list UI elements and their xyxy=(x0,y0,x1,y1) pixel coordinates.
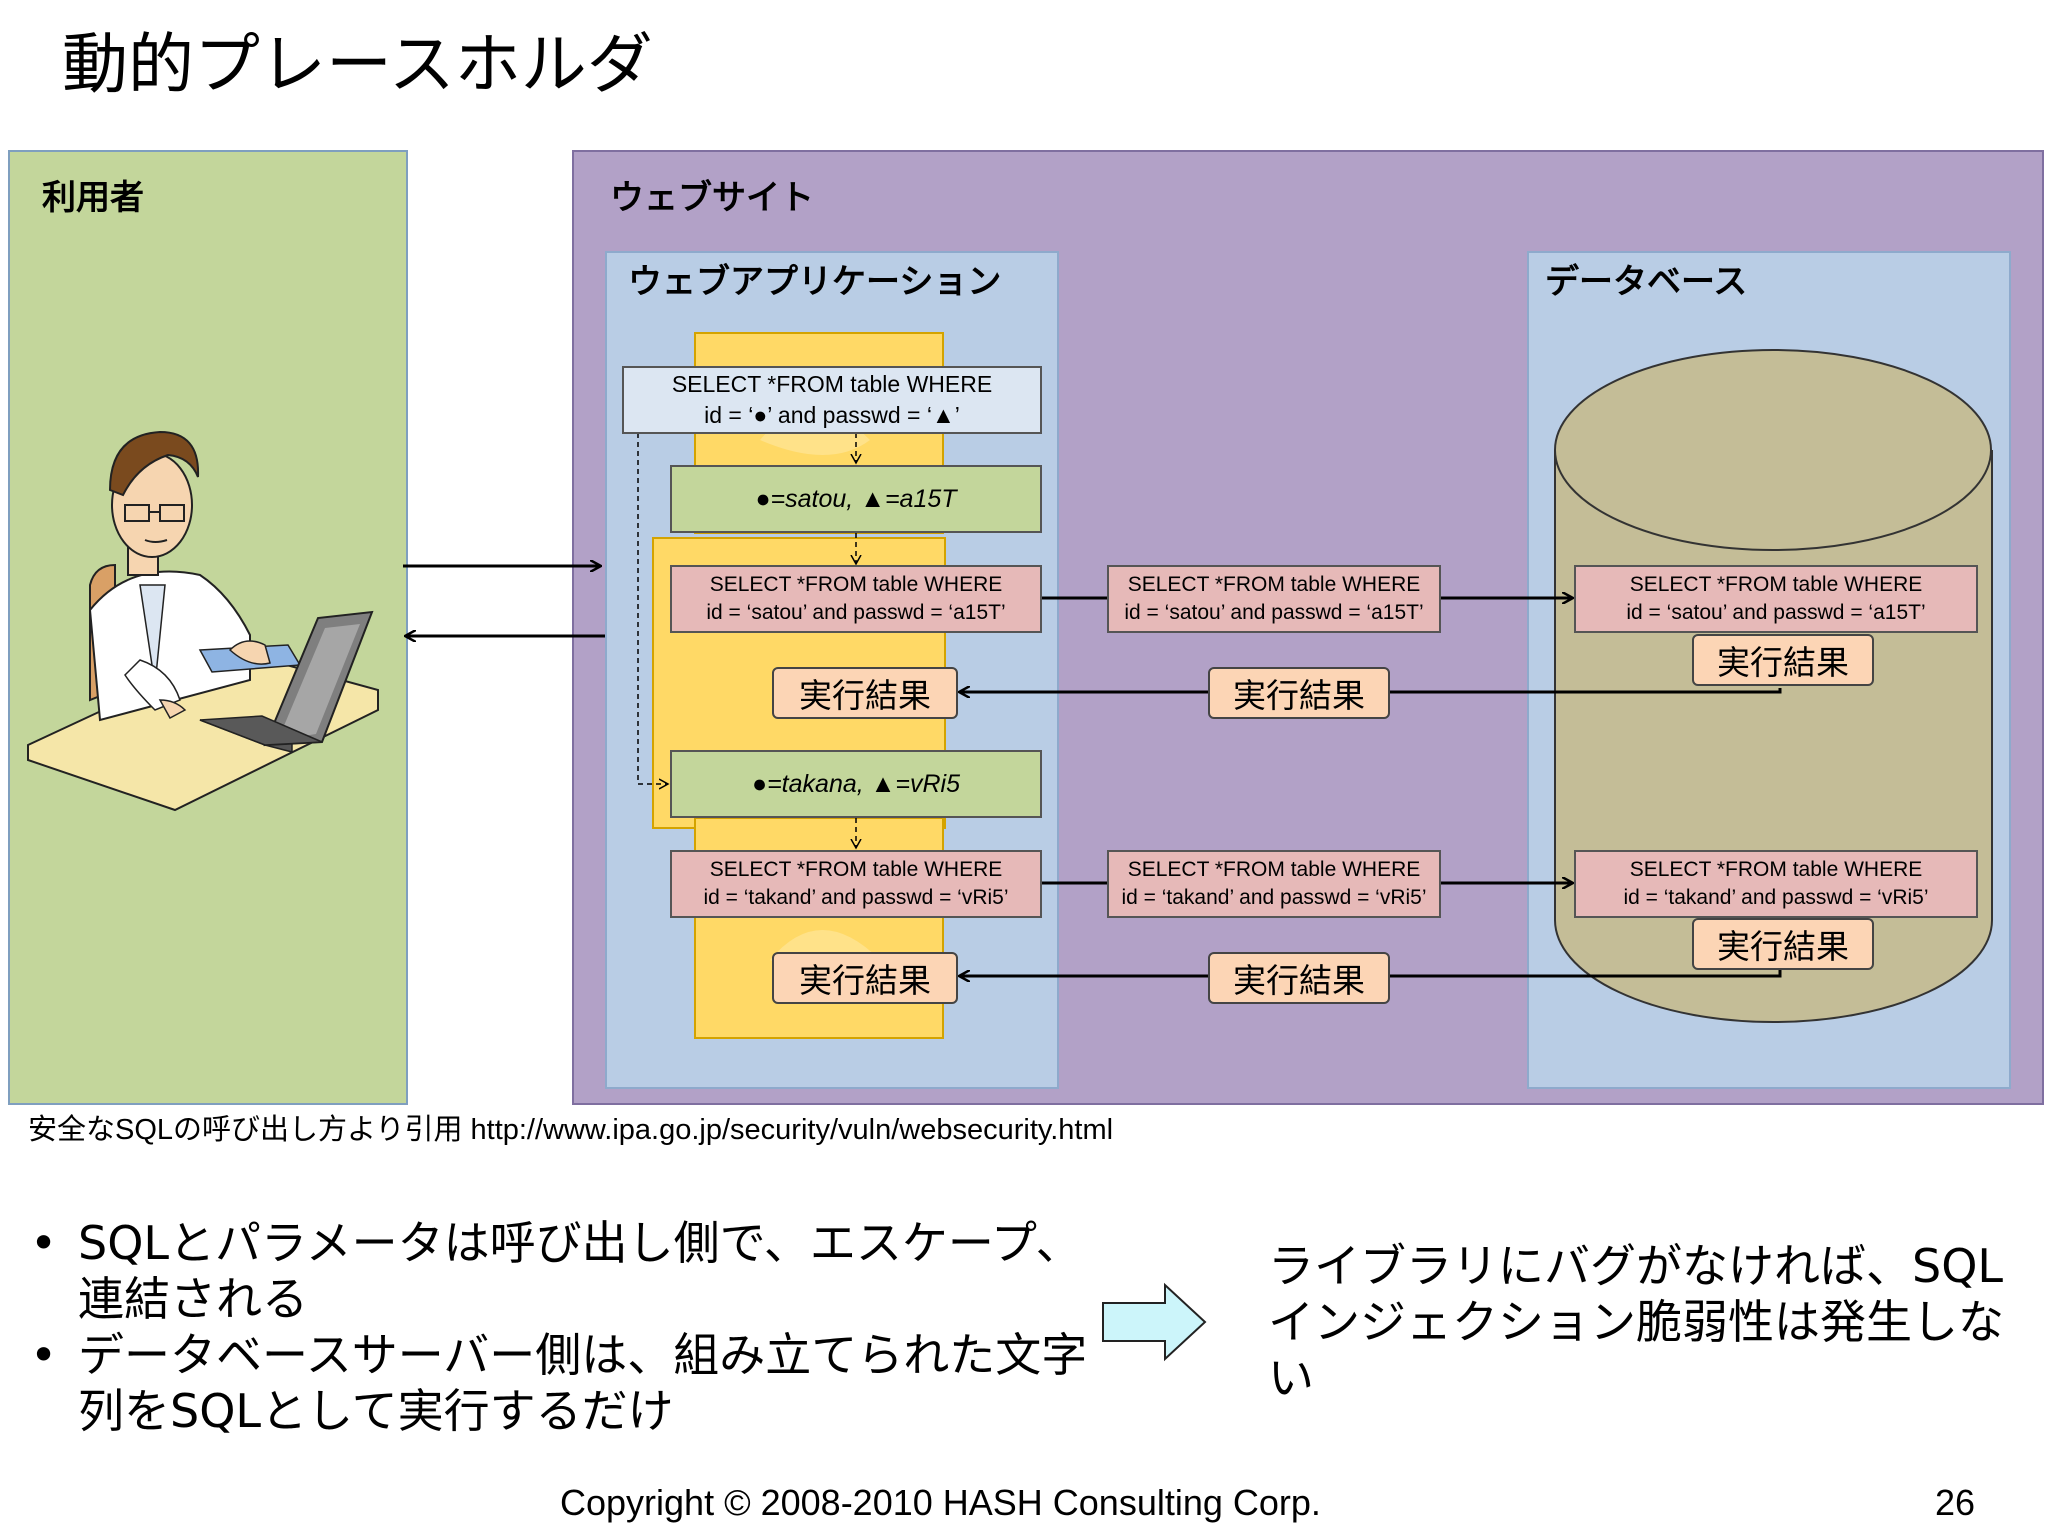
transit-query-box-2: SELECT *FROM table WHERE id = ‘takand’ a… xyxy=(1107,850,1441,918)
template-line-2: id = ‘●’ and passwd = ‘▲’ xyxy=(704,402,960,428)
db-result-box-1: 実行結果 xyxy=(1692,634,1874,686)
query-line-2: id = ‘satou’ and passwd = ‘a15T’ xyxy=(706,601,1006,624)
bullet-item: SQLとパラメータは呼び出し側で、エスケープ、連結される xyxy=(30,1215,1090,1327)
query-line-2: id = ‘satou’ and passwd = ‘a15T’ xyxy=(1124,601,1424,624)
app-query-box-2: SELECT *FROM table WHERE id = ‘takand’ a… xyxy=(670,850,1042,918)
query-line-1: SELECT *FROM table WHERE xyxy=(709,573,1003,596)
page-number: 26 xyxy=(1935,1482,1976,1523)
conclusion-text: ライブラリにバグがなければ、SQLインジェクション脆弱性は発生しない xyxy=(1268,1239,2004,1405)
db-query-box-1: SELECT *FROM table WHERE id = ‘satou’ an… xyxy=(1574,565,1978,633)
app-result-box-2: 実行結果 xyxy=(772,952,958,1004)
source-caption: 安全なSQLの呼び出し方より引用 http://www.ipa.go.jp/se… xyxy=(28,1114,1114,1146)
transit-query-box-1: SELECT *FROM table WHERE id = ‘satou’ an… xyxy=(1107,565,1441,633)
template-reuse-arrow xyxy=(637,433,668,784)
query-line-1: SELECT *FROM table WHERE xyxy=(1629,858,1923,881)
query-line-2: id = ‘satou’ and passwd = ‘a15T’ xyxy=(1626,601,1926,624)
db-result-box-2: 実行結果 xyxy=(1692,918,1874,970)
app-result-box-1: 実行結果 xyxy=(772,667,958,719)
bullet-item: データベースサーバー側は、組み立てられた文字列をSQLとして実行するだけ xyxy=(30,1327,1090,1439)
app-query-box-1: SELECT *FROM table WHERE id = ‘satou’ an… xyxy=(670,565,1042,633)
website-label: ウェブサイト xyxy=(610,178,814,218)
slide-title: 動的プレースホルダ xyxy=(62,26,653,103)
query-line-2: id = ‘takand’ and passwd = ‘vRi5’ xyxy=(1623,886,1929,909)
db-query-box-2: SELECT *FROM table WHERE id = ‘takand’ a… xyxy=(1574,850,1978,918)
web-application-label: ウェブアプリケーション xyxy=(628,262,1002,302)
conclusion-arrow-icon xyxy=(1102,1282,1207,1362)
template-line-1: SELECT *FROM table WHERE xyxy=(671,371,993,397)
query-line-2: id = ‘takand’ and passwd = ‘vRi5’ xyxy=(1121,886,1427,909)
copyright-footer: Copyright © 2008-2010 HASH Consulting Co… xyxy=(560,1482,1321,1523)
database-label: データベース xyxy=(1545,262,1748,302)
user-label: 利用者 xyxy=(42,178,144,218)
params-box-1: ●=satou, ▲=a15T xyxy=(670,465,1042,533)
transit-result-box-1: 実行結果 xyxy=(1208,667,1390,719)
query-line-2: id = ‘takand’ and passwd = ‘vRi5’ xyxy=(703,886,1009,909)
transit-result-box-2: 実行結果 xyxy=(1208,952,1390,1004)
sql-template-box: SELECT *FROM table WHERE id = ‘●’ and pa… xyxy=(622,366,1042,434)
query-line-1: SELECT *FROM table WHERE xyxy=(1127,858,1421,881)
user-at-laptop-icon xyxy=(27,430,379,812)
query-line-1: SELECT *FROM table WHERE xyxy=(709,858,1003,881)
params-box-2: ●=takana, ▲=vRi5 xyxy=(670,750,1042,818)
query-line-1: SELECT *FROM table WHERE xyxy=(1629,573,1923,596)
query-line-1: SELECT *FROM table WHERE xyxy=(1127,573,1421,596)
bullet-list: SQLとパラメータは呼び出し側で、エスケープ、連結される データベースサーバー側… xyxy=(30,1215,1090,1439)
